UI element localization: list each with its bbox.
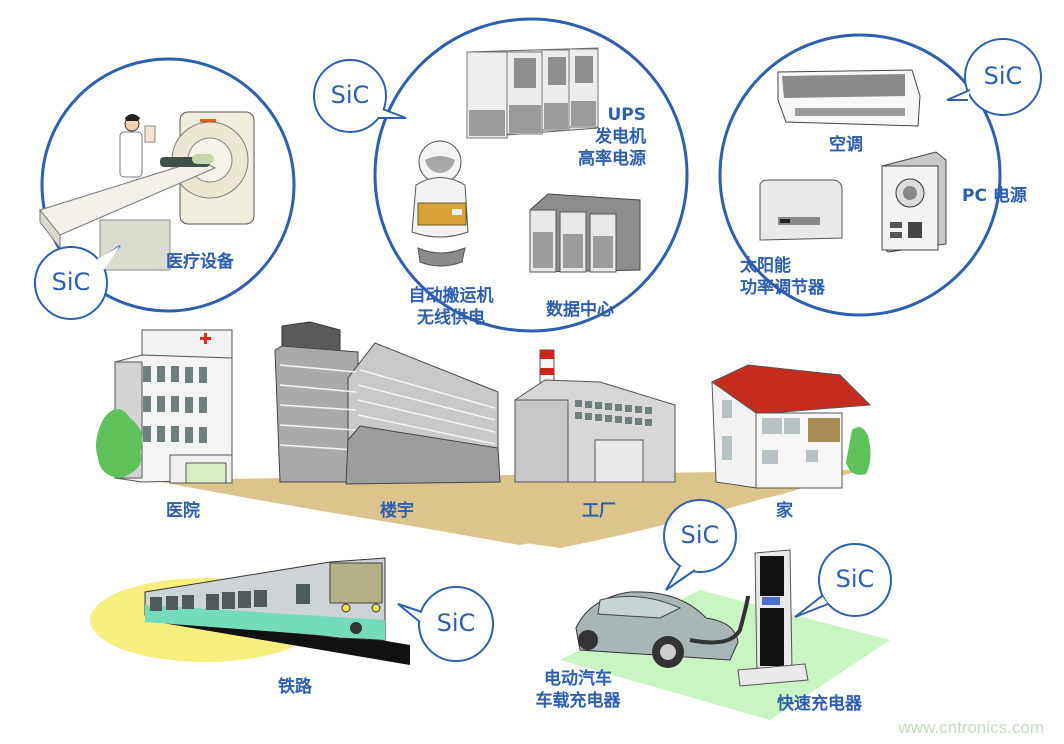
label-ups-line3: 高率电源 [578,149,646,169]
label-agv-line2: 无线供电 [417,308,485,328]
server-rack-icon [529,193,641,273]
house-icon [711,364,872,489]
home-appliance-group [718,33,1042,317]
sic-bubble-home [946,38,1042,116]
label-solar-conditioner: 太阳能 功率调节器 [740,255,825,299]
label-hospital: 医院 [166,501,200,521]
ups-cabinet-icon [466,47,599,139]
fast-charger-icon [737,549,809,687]
sic-label-ev: SiC [680,521,720,549]
label-air-conditioner: 空调 [829,135,863,155]
label-agv-wireless: 自动搬运机 无线供电 [396,285,506,329]
medical-group [34,57,296,320]
sic-label-charger: SiC [835,565,875,593]
sic-label-rail: SiC [436,609,476,637]
label-data-center: 数据中心 [546,300,614,320]
label-agv-line1: 自动搬运机 [408,286,494,306]
sic-bubble-medical [34,245,121,320]
sic-label-home: SiC [983,62,1023,90]
pc-power-supply-icon [881,151,947,253]
label-fast-charger: 快速充电器 [777,694,862,714]
label-ev-line2: 车载充电器 [535,691,621,711]
label-medical-equipment: 医疗设备 [166,252,234,272]
label-office: 楼宇 [380,501,414,521]
sic-bubble-industrial [313,59,407,133]
robot-icon [411,140,469,267]
label-rail: 铁路 [278,677,312,697]
hospital-icon [96,329,233,484]
label-solar-line1: 太阳能 [740,256,791,276]
ct-scanner-icon [39,111,255,271]
label-ups-line1: UPS [607,105,646,125]
factory-icon [514,349,676,483]
electric-car-icon [575,591,750,668]
sic-bubble-rail [397,586,494,662]
air-conditioner-icon [777,69,921,127]
industrial-group [313,17,689,333]
label-factory: 工厂 [582,501,616,521]
label-ev-line1: 电动汽车 [544,669,612,689]
watermark: www.cntronics.com [898,718,1044,737]
sic-bubble-ev [663,499,737,591]
office-building-icon [274,321,501,485]
label-home: 家 [776,501,793,521]
label-ups-line2: 发电机 [595,127,646,147]
solar-inverter-icon [759,179,843,241]
sic-label-industrial: SiC [330,81,370,109]
doctor-icon [119,114,156,178]
label-solar-line2: 功率调节器 [740,278,825,298]
sic-bubble-charger [794,543,892,618]
label-pc-power: PC 电源 [962,186,1027,206]
label-ups: UPS 发电机 高率电源 [560,104,646,170]
label-ev-onboard: 电动汽车 车载充电器 [526,668,630,712]
train-icon [90,557,410,665]
sic-label-medical: SiC [51,268,91,296]
